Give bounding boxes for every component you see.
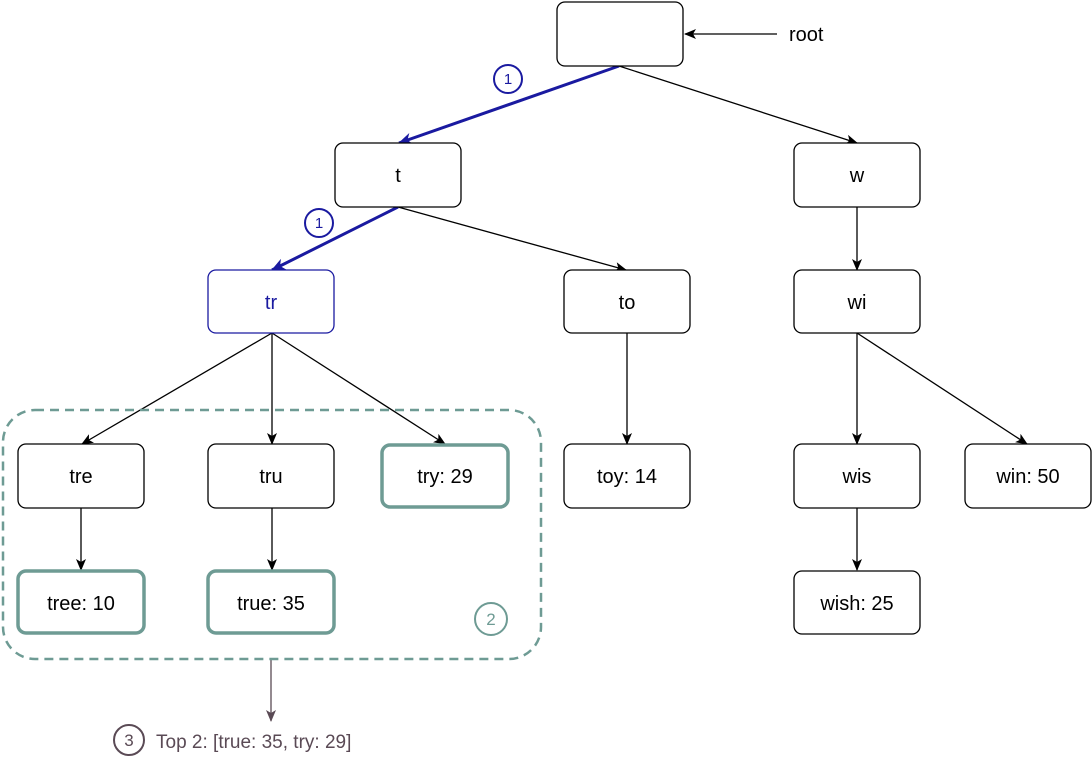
step-3-number: 3 bbox=[124, 731, 133, 750]
top-k-region bbox=[1, 408, 543, 661]
step-1-number: 1 bbox=[315, 215, 323, 232]
edge-t-to bbox=[397, 206, 627, 272]
node-win-label: win: 50 bbox=[995, 466, 1059, 488]
node-wis[interactable]: wis bbox=[793, 443, 921, 509]
node-tru-label: tru bbox=[259, 466, 282, 488]
node-tre[interactable]: tre bbox=[17, 443, 145, 509]
node-tree[interactable]: tree: 10 bbox=[16, 569, 146, 635]
node-tru[interactable]: tru bbox=[207, 443, 335, 509]
step-1-number: 1 bbox=[504, 71, 512, 88]
node-t[interactable]: t bbox=[334, 142, 462, 208]
step-2-number: 2 bbox=[486, 610, 495, 629]
edge-root-t bbox=[398, 64, 620, 145]
edge-t-tr bbox=[271, 205, 399, 272]
node-toy-label: toy: 14 bbox=[597, 466, 657, 488]
node-wi[interactable]: wi bbox=[793, 269, 921, 334]
node-tr-label: tr bbox=[265, 292, 278, 314]
edge-root-w bbox=[618, 65, 858, 145]
edges bbox=[76, 29, 1028, 722]
node-w-label: w bbox=[849, 165, 865, 187]
node-tr[interactable]: tr bbox=[207, 269, 335, 334]
node-t-label: t bbox=[395, 165, 401, 187]
edge-tr-try bbox=[271, 332, 446, 445]
root-pointer-label: root bbox=[789, 24, 824, 46]
node-wish[interactable]: wish: 25 bbox=[793, 570, 921, 635]
node-wis-label: wis bbox=[842, 466, 872, 488]
node-wish-label: wish: 25 bbox=[819, 593, 893, 615]
node-root[interactable] bbox=[556, 1, 684, 67]
node-true-label: true: 35 bbox=[237, 593, 305, 615]
step-1-badge-a: 1 bbox=[493, 64, 523, 94]
node-try[interactable]: try: 29 bbox=[380, 443, 510, 509]
step-2-badge: 2 bbox=[474, 602, 508, 636]
node-tree-label: tree: 10 bbox=[47, 593, 115, 615]
result-text: Top 2: [true: 35, try: 29] bbox=[156, 732, 351, 753]
node-win[interactable]: win: 50 bbox=[964, 443, 1092, 509]
node-w[interactable]: w bbox=[793, 142, 921, 208]
node-try-label: try: 29 bbox=[417, 466, 473, 488]
node-wi-label: wi bbox=[847, 292, 867, 314]
node-true[interactable]: true: 35 bbox=[206, 569, 336, 635]
node-to-label: to bbox=[619, 292, 636, 314]
edge-tr-tre bbox=[81, 332, 273, 445]
edge-wi-win bbox=[856, 332, 1028, 445]
node-to[interactable]: to bbox=[563, 269, 691, 334]
node-tre-label: tre bbox=[69, 466, 92, 488]
step-1-badge-b: 1 bbox=[304, 208, 334, 238]
node-toy[interactable]: toy: 14 bbox=[563, 443, 691, 509]
step-3-badge: 3 bbox=[113, 724, 145, 756]
